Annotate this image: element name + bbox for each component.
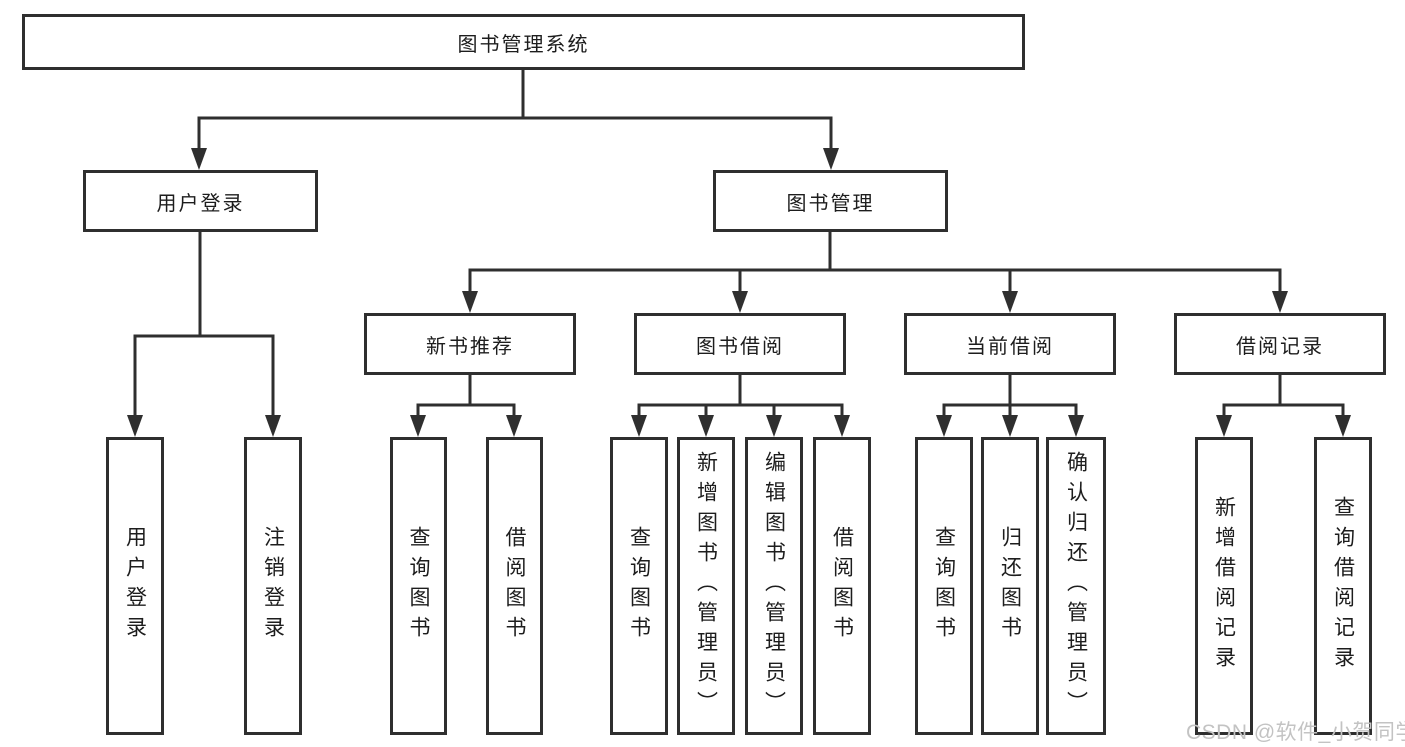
- node-book-borrow: 图书借阅: [634, 313, 846, 375]
- node-leaf-return-books: 归还图书: [981, 437, 1039, 735]
- node-label: 新增图书（管理员）: [694, 451, 718, 721]
- node-label: 编辑图书（管理员）: [762, 451, 786, 721]
- node-label: 新增借阅记录: [1212, 496, 1236, 676]
- node-leaf-query-books-current: 查询图书: [915, 437, 973, 735]
- node-label: 注销登录: [261, 526, 285, 646]
- node-leaf-user-login: 用户登录: [106, 437, 164, 735]
- node-label: 图书管理系统: [457, 33, 590, 56]
- node-leaf-logout: 注销登录: [244, 437, 302, 735]
- node-label: 查询图书: [407, 526, 430, 646]
- node-label: 确认归还（管理员）: [1064, 451, 1088, 721]
- node-label: 新书推荐: [426, 335, 514, 358]
- node-label: 归还图书: [998, 526, 1022, 646]
- node-label: 当前借阅: [966, 335, 1054, 358]
- node-leaf-query-books-recommend: 查询图书: [390, 437, 447, 735]
- node-leaf-borrow-books-recommend: 借阅图书: [486, 437, 543, 735]
- node-leaf-query-borrow-record: 查询借阅记录: [1314, 437, 1372, 735]
- node-label: 查询图书: [932, 526, 956, 646]
- node-label: 图书借阅: [696, 335, 784, 358]
- arrowheads: [127, 148, 1351, 437]
- node-book-management: 图书管理: [713, 170, 948, 232]
- node-label: 用户登录: [123, 526, 147, 646]
- node-label: 查询图书: [627, 526, 651, 646]
- node-label: 借阅记录: [1236, 335, 1324, 358]
- node-borrow-record: 借阅记录: [1174, 313, 1386, 375]
- node-leaf-query-books-borrow: 查询图书: [610, 437, 668, 735]
- node-leaf-add-borrow-record: 新增借阅记录: [1195, 437, 1253, 735]
- node-current-borrow: 当前借阅: [904, 313, 1116, 375]
- node-leaf-edit-books-admin: 编辑图书（管理员）: [745, 437, 803, 735]
- node-leaf-borrow-books: 借阅图书: [813, 437, 871, 735]
- node-label: 借阅图书: [503, 526, 526, 646]
- node-label: 查询借阅记录: [1331, 496, 1355, 676]
- node-label: 图书管理: [786, 192, 875, 215]
- node-label: 借阅图书: [830, 526, 854, 646]
- node-user-login: 用户登录: [83, 170, 318, 232]
- node-leaf-confirm-return-admin: 确认归还（管理员）: [1046, 437, 1106, 735]
- node-label: 用户登录: [156, 192, 245, 215]
- node-leaf-add-books-admin: 新增图书（管理员）: [677, 437, 735, 735]
- node-new-book-recommend: 新书推荐: [364, 313, 576, 375]
- node-root-system: 图书管理系统: [22, 14, 1025, 70]
- csdn-watermark: CSDN @软件_小贺同学: [1186, 721, 1405, 744]
